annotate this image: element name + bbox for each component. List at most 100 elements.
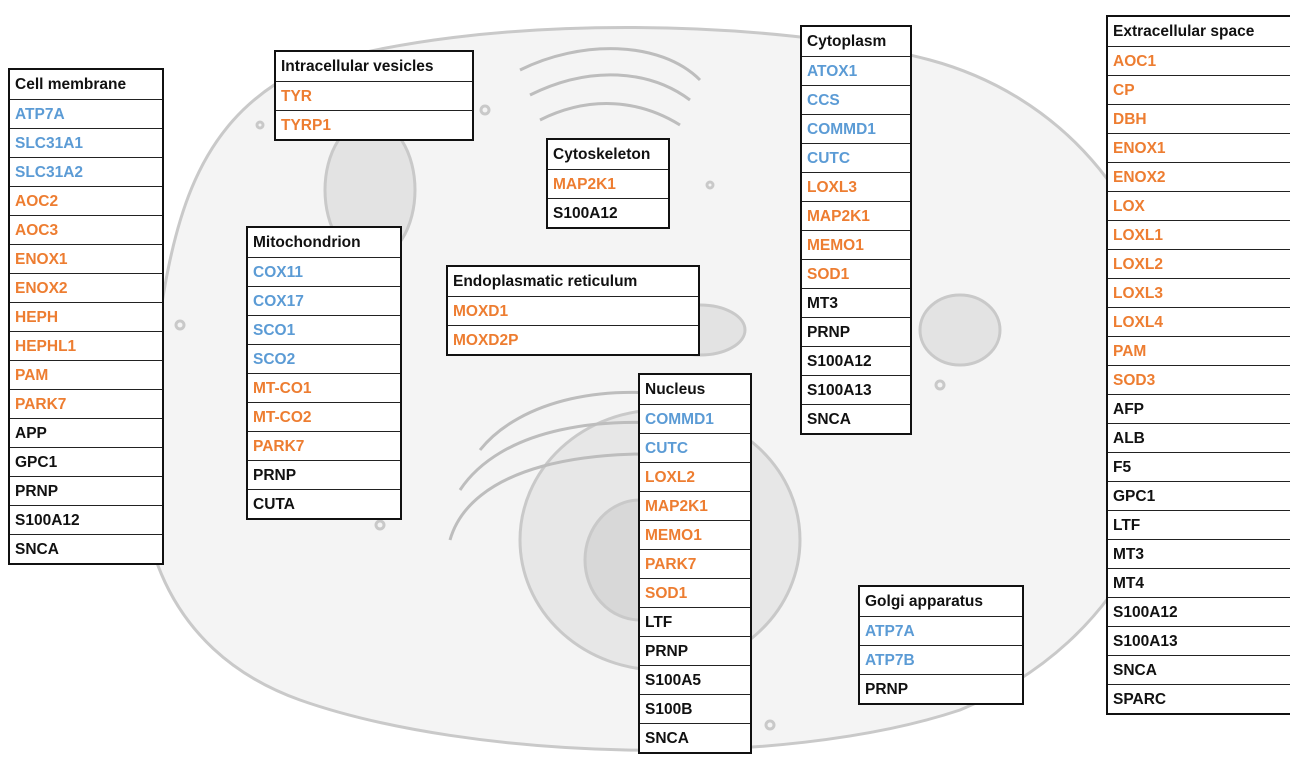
gene-intracellular-vesicles-tyr: TYR: [276, 81, 472, 110]
gene-extracellular-space-sparc: SPARC: [1108, 684, 1290, 713]
gene-nucleus-s100b: S100B: [640, 694, 750, 723]
gene-cell-membrane-aoc2: AOC2: [10, 186, 162, 215]
compartment-title-extracellular-space: Extracellular space: [1113, 23, 1255, 40]
gene-nucleus-sod1: SOD1: [640, 578, 750, 607]
gene-cell-membrane-prnp: PRNP: [10, 476, 162, 505]
gene-extracellular-space-pam: PAM: [1108, 336, 1290, 365]
gene-golgi-apparatus-atp7b: ATP7B: [860, 645, 1022, 674]
vesicle-dot-1: [174, 319, 186, 331]
gene-extracellular-space-s100a12: S100A12: [1108, 597, 1290, 626]
gene-nucleus-loxl2: LOXL2: [640, 462, 750, 491]
vesicle-dot-4: [374, 519, 386, 531]
gene-extracellular-space-ltf: LTF: [1108, 510, 1290, 539]
compartment-title-endoplasmatic-reticulum: Endoplasmatic reticulum: [453, 273, 638, 290]
compartment-title-intracellular-vesicles: Intracellular vesicles: [281, 58, 434, 75]
gene-extracellular-space-sod3: SOD3: [1108, 365, 1290, 394]
gene-nucleus-map2k1: MAP2K1: [640, 491, 750, 520]
gene-cell-membrane-park7: PARK7: [10, 389, 162, 418]
gene-cell-membrane-snca: SNCA: [10, 534, 162, 563]
gene-cell-membrane-slc31a2: SLC31A2: [10, 157, 162, 186]
gene-cell-membrane-enox1: ENOX1: [10, 244, 162, 273]
gene-extracellular-space-mt3: MT3: [1108, 539, 1290, 568]
vesicle-dot-3: [479, 104, 491, 116]
gene-cell-membrane-gpc1: GPC1: [10, 447, 162, 476]
gene-endoplasmatic-reticulum-moxd2p: MOXD2P: [448, 325, 698, 354]
gene-mitochondrion-park7: PARK7: [248, 431, 400, 460]
gene-extracellular-space-f5: F5: [1108, 452, 1290, 481]
gene-cytoplasm-atox1: ATOX1: [802, 56, 910, 85]
gene-nucleus-ltf: LTF: [640, 607, 750, 636]
gene-cytoskeleton-s100a12: S100A12: [548, 198, 668, 227]
gene-golgi-apparatus-prnp: PRNP: [860, 674, 1022, 703]
gene-extracellular-space-lox: LOX: [1108, 191, 1290, 220]
gene-nucleus-park7: PARK7: [640, 549, 750, 578]
gene-mitochondrion-cox17: COX17: [248, 286, 400, 315]
vesicle-dot-6: [764, 719, 776, 731]
gene-cytoskeleton-map2k1: MAP2K1: [548, 169, 668, 198]
gene-cell-membrane-slc31a1: SLC31A1: [10, 128, 162, 157]
compartment-title-nucleus: Nucleus: [645, 381, 706, 398]
gene-cytoplasm-s100a13: S100A13: [802, 375, 910, 404]
gene-extracellular-space-enox1: ENOX1: [1108, 133, 1290, 162]
gene-cytoplasm-map2k1: MAP2K1: [802, 201, 910, 230]
compartment-title-cell-membrane: Cell membrane: [15, 76, 127, 93]
gene-cytoplasm-loxl3: LOXL3: [802, 172, 910, 201]
gene-extracellular-space-alb: ALB: [1108, 423, 1290, 452]
gene-extracellular-space-mt4: MT4: [1108, 568, 1290, 597]
gene-cytoplasm-ccs: CCS: [802, 85, 910, 114]
gene-cytoplasm-sod1: SOD1: [802, 259, 910, 288]
gene-cell-membrane-heph: HEPH: [10, 302, 162, 331]
gene-cell-membrane-enox2: ENOX2: [10, 273, 162, 302]
gene-cytoplasm-prnp: PRNP: [802, 317, 910, 346]
gene-mitochondrion-sco1: SCO1: [248, 315, 400, 344]
gene-mitochondrion-mt-co2: MT-CO2: [248, 402, 400, 431]
gene-extracellular-space-gpc1: GPC1: [1108, 481, 1290, 510]
gene-mitochondrion-sco2: SCO2: [248, 344, 400, 373]
gene-cell-membrane-hephl1: HEPHL1: [10, 331, 162, 360]
gene-extracellular-space-loxl2: LOXL2: [1108, 249, 1290, 278]
gene-mitochondrion-prnp: PRNP: [248, 460, 400, 489]
gene-cell-membrane-aoc3: AOC3: [10, 215, 162, 244]
gene-mitochondrion-cuta: CUTA: [248, 489, 400, 518]
gene-extracellular-space-snca: SNCA: [1108, 655, 1290, 684]
gene-extracellular-space-enox2: ENOX2: [1108, 162, 1290, 191]
gene-extracellular-space-loxl4: LOXL4: [1108, 307, 1290, 336]
compartment-title-mitochondrion: Mitochondrion: [253, 234, 361, 251]
gene-cell-membrane-s100a12: S100A12: [10, 505, 162, 534]
compartment-title-cytoplasm: Cytoplasm: [807, 33, 887, 50]
gene-cytoplasm-commd1: COMMD1: [802, 114, 910, 143]
compartment-title-golgi-apparatus: Golgi apparatus: [865, 593, 983, 610]
gene-mitochondrion-cox11: COX11: [248, 257, 400, 286]
gene-extracellular-space-loxl3: LOXL3: [1108, 278, 1290, 307]
gene-cell-membrane-atp7a: ATP7A: [10, 99, 162, 128]
gene-cytoplasm-memo1: MEMO1: [802, 230, 910, 259]
vesicle-dot-2: [255, 120, 265, 130]
gene-cytoplasm-s100a12: S100A12: [802, 346, 910, 375]
gene-extracellular-space-loxl1: LOXL1: [1108, 220, 1290, 249]
gene-cytoplasm-cutc: CUTC: [802, 143, 910, 172]
gene-mitochondrion-mt-co1: MT-CO1: [248, 373, 400, 402]
gene-intracellular-vesicles-tyrp1: TYRP1: [276, 110, 472, 139]
gene-extracellular-space-dbh: DBH: [1108, 104, 1290, 133]
gene-nucleus-prnp: PRNP: [640, 636, 750, 665]
vesicle-dot-5: [934, 379, 946, 391]
golgi-shape: [519, 47, 702, 127]
gene-extracellular-space-cp: CP: [1108, 75, 1290, 104]
gene-nucleus-commd1: COMMD1: [640, 404, 750, 433]
vesicle-dot-7: [705, 180, 715, 190]
vesicle-shape-1: [918, 293, 1002, 367]
gene-nucleus-s100a5: S100A5: [640, 665, 750, 694]
gene-cell-membrane-pam: PAM: [10, 360, 162, 389]
gene-cytoplasm-mt3: MT3: [802, 288, 910, 317]
gene-extracellular-space-afp: AFP: [1108, 394, 1290, 423]
gene-extracellular-space-s100a13: S100A13: [1108, 626, 1290, 655]
compartment-title-cytoskeleton: Cytoskeleton: [553, 146, 651, 163]
